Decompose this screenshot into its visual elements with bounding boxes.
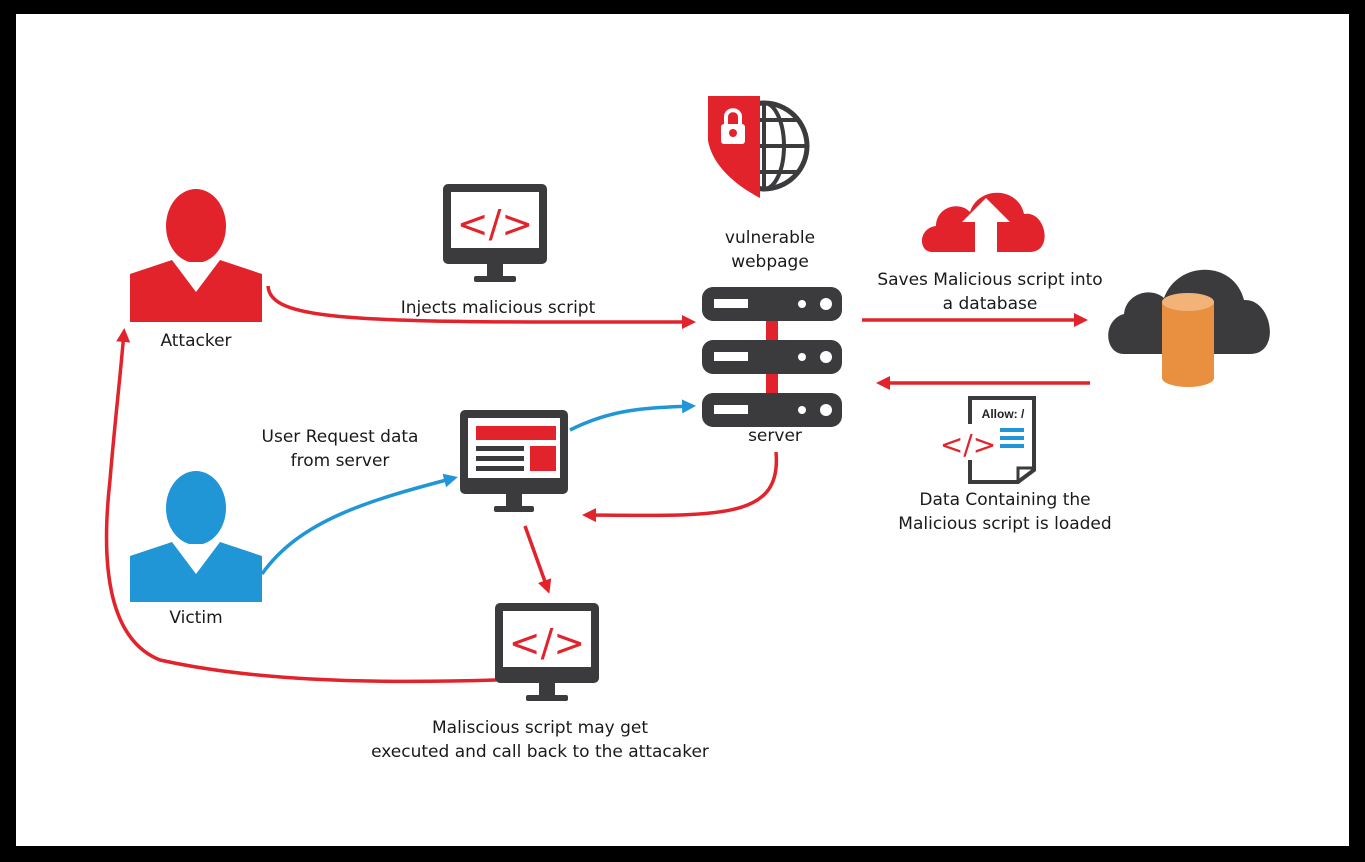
data-loaded-label-line2: Malicious script is loaded — [898, 514, 1112, 534]
callback-arrow — [104, 328, 497, 684]
execute-arrow — [523, 525, 552, 594]
injects-label: Injects malicious script — [400, 298, 596, 318]
request-to-server-arrow — [569, 399, 696, 432]
cloud-database-icon — [1108, 269, 1270, 387]
code-monitor-icon: </> — [443, 184, 547, 282]
code-document-icon: Allow: / </> — [940, 396, 1036, 484]
executed-label-line1: Maliscious script may get — [431, 718, 649, 738]
victim-label: Victim — [169, 608, 223, 628]
user-request-label-line2: from server — [290, 451, 390, 471]
attacker-label: Attacker — [160, 331, 232, 351]
vulnerable-label-line2: webpage — [731, 252, 809, 272]
saves-label-line2: a database — [942, 294, 1038, 314]
executed-label-line2: executed and call back to the attacaker — [371, 742, 709, 762]
webpage-monitor-icon — [460, 410, 568, 512]
server-rack-icon — [702, 287, 842, 427]
data-loaded-label-line1: Data Containing the — [919, 490, 1091, 510]
response-arrow — [582, 451, 779, 523]
allow-text: Allow: / — [982, 407, 1025, 421]
inject-arrow — [266, 285, 696, 329]
victim-icon — [130, 471, 262, 602]
user-request-label-line1: User Request data — [261, 427, 419, 447]
shield-lock-globe-icon — [708, 96, 810, 198]
attacker-icon — [130, 189, 262, 322]
diagram-background — [16, 14, 1349, 846]
request-arrow — [260, 473, 458, 576]
code-tag-text: </> — [509, 621, 585, 665]
saves-label-line1: Saves Malicious script into — [877, 270, 1103, 290]
server-label: server — [748, 426, 802, 446]
doc-code-tag-text: </> — [940, 428, 996, 461]
vulnerable-label-line1: vulnerable — [724, 228, 816, 248]
code-monitor-icon: </> — [495, 603, 599, 701]
cloud-upload-icon — [921, 192, 1045, 252]
code-tag-text: </> — [457, 202, 533, 246]
